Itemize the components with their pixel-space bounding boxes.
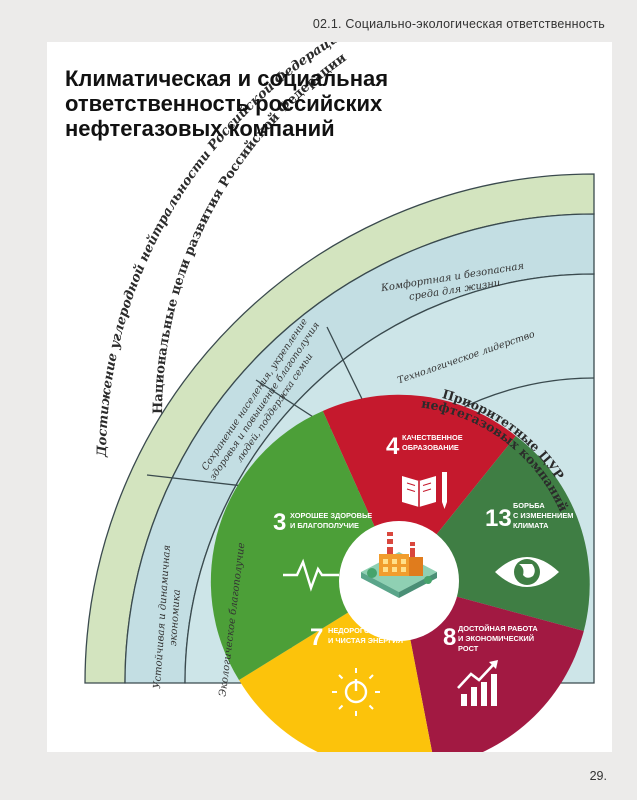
sdg-7-number: 7 <box>310 624 323 651</box>
sdg-13-number: 13 <box>485 505 512 532</box>
sdg-8-line2: И ЭКОНОМИЧЕСКИЙ <box>458 634 534 643</box>
title-line-1: Климатическая и социальная <box>65 66 389 91</box>
sdg-4-line1: КАЧЕСТВЕННОЕ <box>402 433 463 442</box>
sdg-3-line1: ХОРОШЕЕ ЗДОРОВЬЕ <box>290 511 372 520</box>
page-number: 29. <box>589 769 607 783</box>
sdg-13-line2: С ИЗМЕНЕНИЕМ <box>513 511 573 520</box>
goal-economy-line2: экономика <box>168 589 183 647</box>
eye-globe-icon <box>495 557 559 587</box>
sdg-4-number: 4 <box>386 433 400 460</box>
sdg-3-sector <box>210 411 399 680</box>
power-sun-icon <box>332 668 380 716</box>
heartbeat-icon <box>283 558 360 592</box>
sdg-7-line1: НЕДОРОГОСТОЯЩАЯ <box>328 626 408 635</box>
sdg-13-line3: КЛИМАТА <box>513 521 549 530</box>
title-line-2: ответственность российских <box>65 91 383 116</box>
title-line-3: нефтегазовых компаний <box>65 116 335 141</box>
book-pencil-icon <box>402 472 447 509</box>
sdg-7-line2: И ЧИСТАЯ ЭНЕРГИЯ <box>328 636 403 645</box>
growth-chart-icon <box>457 660 498 706</box>
infographic-card: 4 КАЧЕСТВЕННОЕ ОБРАЗОВАНИЕ 13 БОРЬБА С И… <box>47 42 612 752</box>
sdg-8-line1: ДОСТОЙНАЯ РАБОТА <box>458 624 538 633</box>
factory-icon <box>361 532 437 598</box>
page-title: Климатическая и социальная ответственнос… <box>65 66 388 141</box>
sdg-8-line3: РОСТ <box>458 644 479 653</box>
sdg-3-line2: И БЛАГОПОЛУЧИЕ <box>290 521 359 530</box>
sdg-4-line2: ОБРАЗОВАНИЕ <box>402 443 459 452</box>
section-header: 02.1. Социально-экологическая ответствен… <box>312 17 605 31</box>
sdg-8-number: 8 <box>443 624 456 651</box>
sdg-13-line1: БОРЬБА <box>513 501 545 510</box>
sdg-3-number: 3 <box>273 509 286 536</box>
diagram: 4 КАЧЕСТВЕННОЕ ОБРАЗОВАНИЕ 13 БОРЬБА С И… <box>84 42 595 752</box>
